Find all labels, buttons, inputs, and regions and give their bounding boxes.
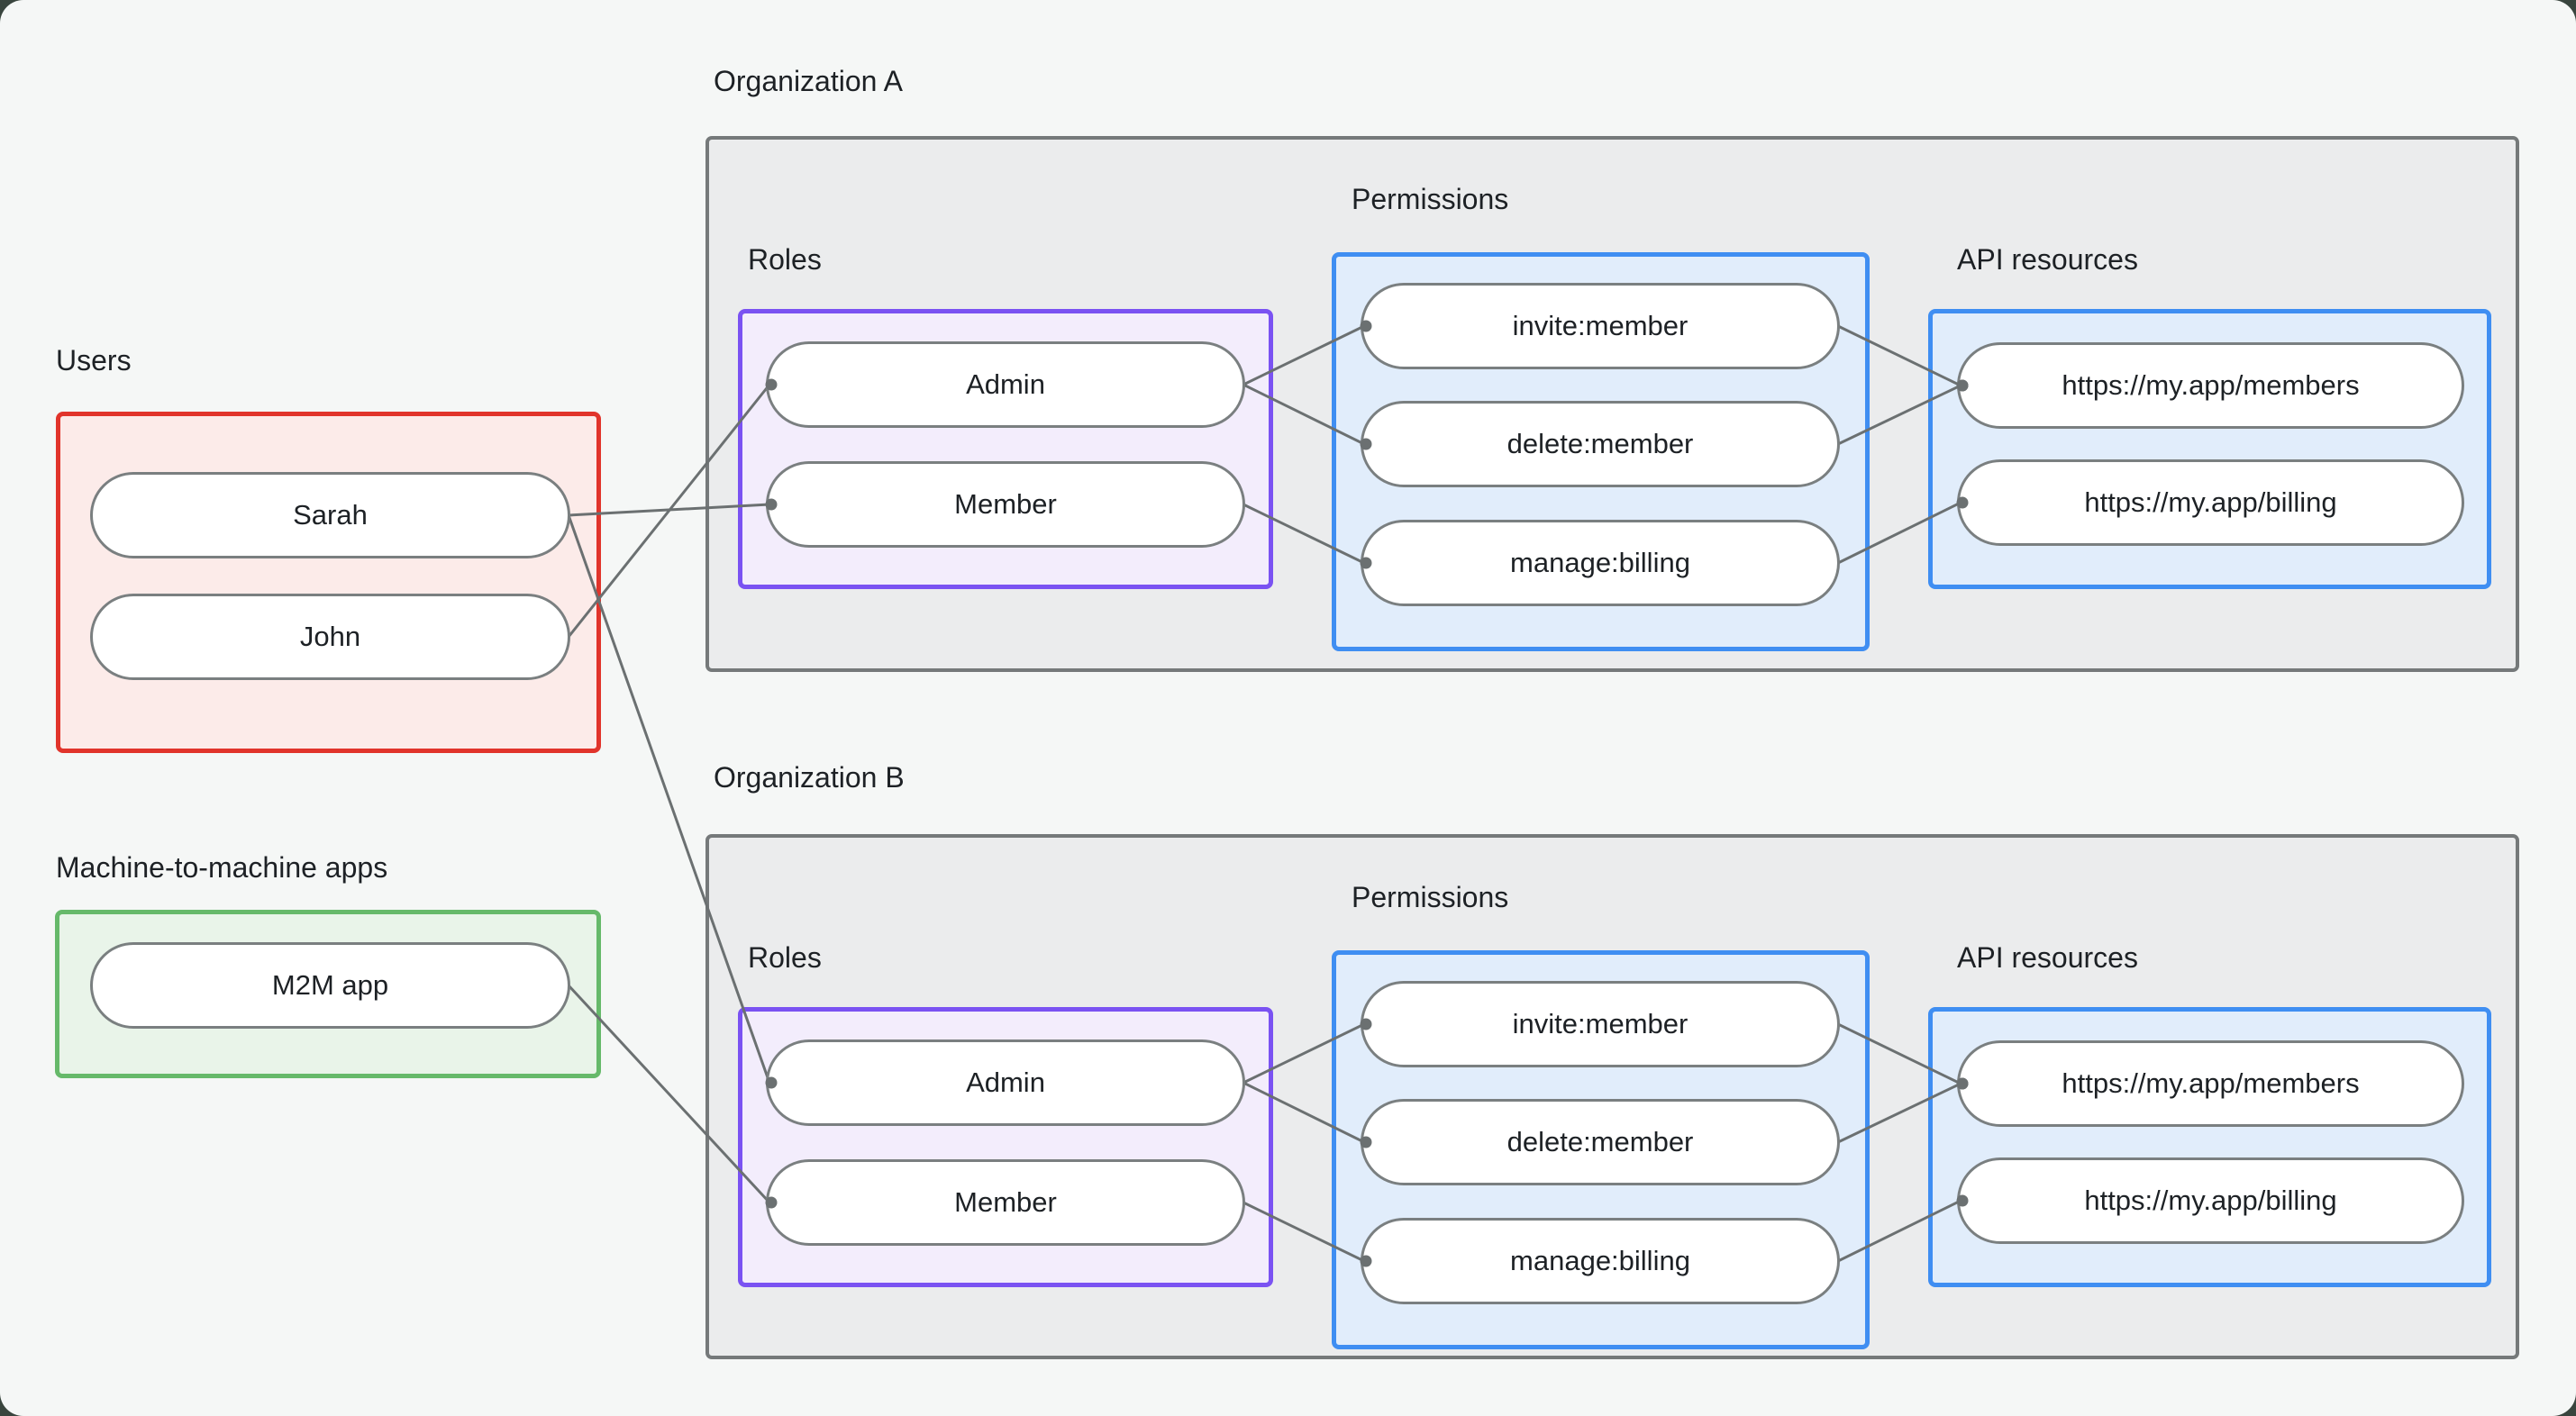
org-a-permission-invite-member-pill: invite:member xyxy=(1361,283,1840,369)
org-a-roles-label: Roles xyxy=(748,243,822,276)
org-b-permissions-label: Permissions xyxy=(1352,881,1509,913)
m2m-group-label: Machine-to-machine apps xyxy=(56,851,388,884)
org-b-roles-label: Roles xyxy=(748,941,822,974)
users-group-box xyxy=(56,412,601,753)
org-a-role-admin-pill: Admin xyxy=(766,341,1245,428)
org-b-permission-delete-member-pill: delete:member xyxy=(1361,1099,1840,1185)
org-b-role-admin-pill: Admin xyxy=(766,1039,1245,1126)
org-b-api-resources-label: API resources xyxy=(1957,941,2138,974)
org-b-role-member-pill: Member xyxy=(766,1159,1245,1246)
org-b-label: Organization B xyxy=(714,761,905,794)
org-a-api-billing-pill: https://my.app/billing xyxy=(1957,459,2464,546)
user-sarah-pill: Sarah xyxy=(90,472,570,558)
org-b-permission-manage-billing-pill: manage:billing xyxy=(1361,1218,1840,1304)
org-a-role-member-pill: Member xyxy=(766,461,1245,548)
org-a-permission-delete-member-pill: delete:member xyxy=(1361,401,1840,487)
org-a-api-members-pill: https://my.app/members xyxy=(1957,342,2464,429)
org-a-label: Organization A xyxy=(714,65,903,97)
org-b-api-billing-pill: https://my.app/billing xyxy=(1957,1157,2464,1244)
user-john-pill: John xyxy=(90,594,570,680)
org-a-permission-manage-billing-pill: manage:billing xyxy=(1361,520,1840,606)
org-b-api-members-pill: https://my.app/members xyxy=(1957,1040,2464,1127)
users-group-label: Users xyxy=(56,344,132,377)
org-a-api-resources-label: API resources xyxy=(1957,243,2138,276)
org-a-permissions-label: Permissions xyxy=(1352,183,1509,215)
org-b-permission-invite-member-pill: invite:member xyxy=(1361,981,1840,1067)
m2m-app-pill: M2M app xyxy=(90,942,570,1029)
